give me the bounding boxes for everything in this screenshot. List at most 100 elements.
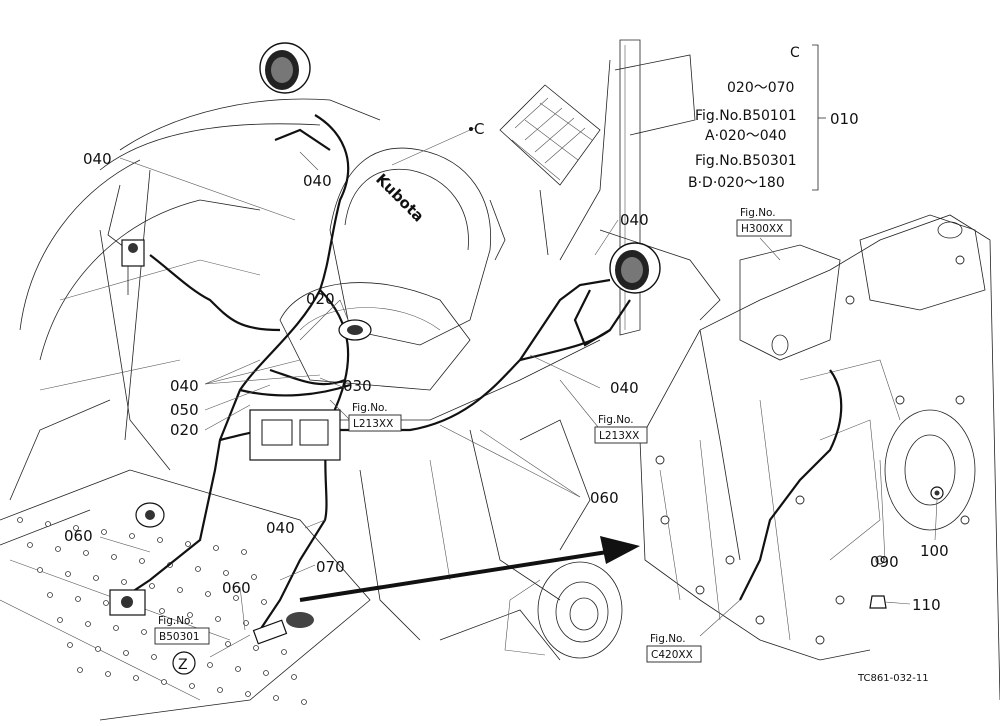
legend-line-3: Fig.No.B50101 [695,108,797,124]
platform-hole [207,662,213,668]
legend-line-4: A·020～040 [705,128,786,144]
platform-hole [77,667,83,673]
callout-010: 010 [830,110,859,128]
platform-hole [129,533,135,539]
figref-b50301-line2: B50301 [159,631,200,643]
housing-bolt [845,295,855,305]
platform-hole [55,546,61,552]
drawing-code: TC861-032-11 [857,673,929,684]
housing-bolt [660,515,670,525]
platform-hole [273,695,279,701]
platform-hole [195,566,201,572]
platform-hole [151,654,157,660]
platform-hole [83,550,89,556]
platform-hole [185,541,191,547]
rear-work-light-left [259,42,311,94]
rear-axle-flange [504,561,623,659]
platform-hole [205,591,211,597]
housing-bolt [895,395,905,405]
view-arrow [299,536,640,602]
platform-holes [17,517,307,705]
rops-frame [559,39,721,336]
applicability-legend: C 020～070 Fig.No.B50101 A·020～040 Fig.No… [688,45,800,191]
figref-c420-line1: Fig.No. [650,633,686,645]
legend-line-2: 020～070 [727,80,794,96]
seat-switch-connector [338,319,372,341]
figref-l213-right-line1: Fig.No. [598,414,634,426]
platform-hole [187,612,193,618]
wiring-harness [119,114,843,631]
callout-030: 030 [343,377,372,395]
callout-040: 040 [620,211,649,229]
callout-040: 040 [303,172,332,190]
platform-hole [111,554,117,560]
sensor-010-plug [252,612,314,645]
figref-h300: Fig.No. H300XX [736,207,792,237]
callout-040: 040 [266,519,295,537]
figref-l213-right-line2: L213XX [599,430,639,442]
callout-040: 040 [170,377,199,395]
callout-060: 060 [64,527,93,545]
platform-hole [253,645,259,651]
callout-090: 090 [870,553,899,571]
platform-hole [215,616,221,622]
figref-c420-line2: C420XX [651,649,693,661]
figref-h300-line2: H300XX [741,223,783,235]
platform-hole [123,650,129,656]
legend-bracket [812,44,826,191]
figref-l213-right: Fig.No. L213XX [594,414,648,444]
housing-bolt [815,635,825,645]
platform-hole [251,574,257,580]
platform-hole [65,571,71,577]
callout-020: 020 [306,290,335,308]
zone-z-marker: Z [172,651,196,675]
fender-outline [9,98,381,501]
platform-hole [263,670,269,676]
platform-hole [85,621,91,627]
housing-bolt [725,555,735,565]
switch-on-platform [135,502,165,528]
platform-hole [95,646,101,652]
platform-hole [225,641,231,647]
platform-hole [75,596,81,602]
housing-bolt [960,515,970,525]
platform-hole [291,674,297,680]
platform-hole [213,545,219,551]
sensor-on-platform [109,589,146,616]
platform-hole [235,666,241,672]
platform-hole [57,617,63,623]
housing-bolt [795,495,805,505]
callout-labels: C 040 040 040 020 040 030 050 020 040 06… [64,110,949,614]
housing-bolt [695,585,705,595]
figref-l213-left-line1: Fig.No. [352,402,388,414]
platform-hole [245,691,251,697]
platform-hole [161,679,167,685]
figref-b50301: Fig.No. B50301 [154,615,210,645]
callout-c-top: C [474,120,484,138]
callout-070: 070 [316,558,345,576]
callout-100: 100 [920,542,949,560]
platform-hole [217,687,223,693]
platform-hole [37,567,43,573]
left-step-grate [499,84,601,256]
platform-hole [243,620,249,626]
center-frame [330,339,601,661]
platform-hole [261,599,267,605]
platform-hole [101,529,107,535]
sensor-090-100 [930,486,944,500]
platform-hole [301,699,307,705]
platform-hole [157,537,163,543]
figref-b50301-line1: Fig.No. [158,615,194,627]
housing-bolt [955,255,965,265]
figref-l213-left: Fig.No. L213XX [348,402,402,432]
callout-020: 020 [170,421,199,439]
transmission-bolts [655,255,970,645]
callout-060: 060 [590,489,619,507]
transmission-housing [639,214,1000,701]
callout-040: 040 [610,379,639,397]
platform-hole [67,642,73,648]
platform-hole [27,542,33,548]
platform-hole [149,583,155,589]
